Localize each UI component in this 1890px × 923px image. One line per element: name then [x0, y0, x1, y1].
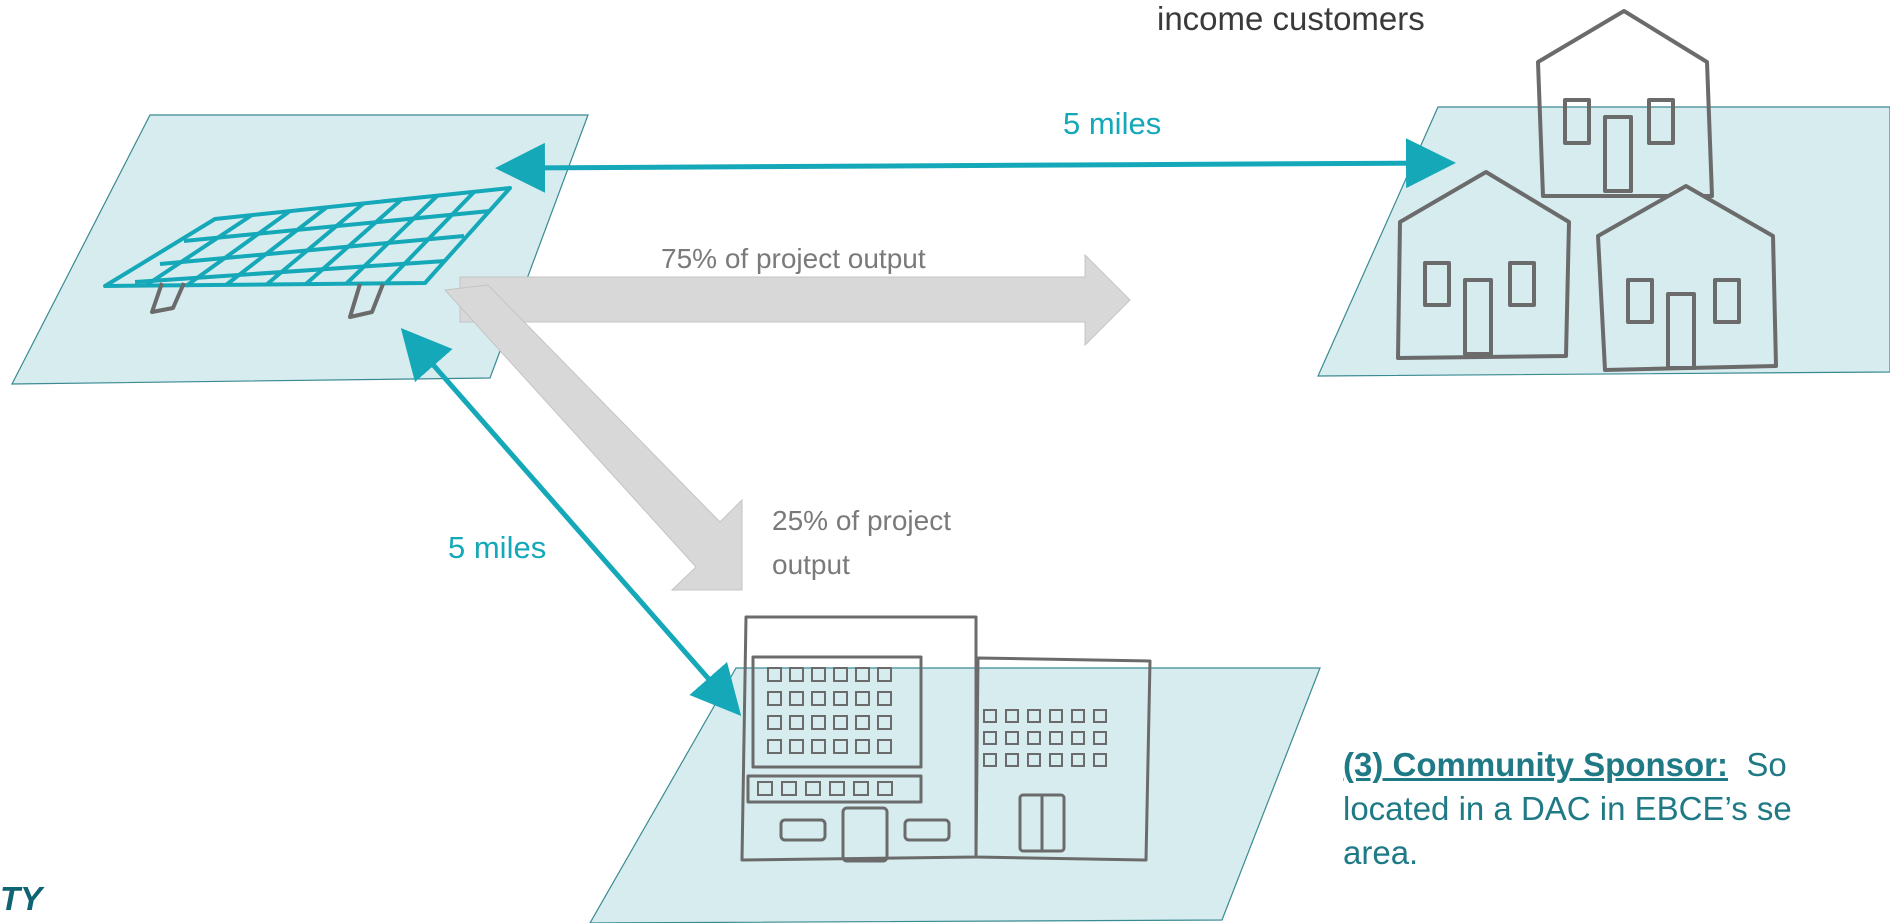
window-icon	[1071, 731, 1085, 745]
window-icon	[855, 739, 870, 754]
house-icon	[1596, 184, 1778, 372]
window-icon	[877, 691, 892, 706]
window-icon	[789, 715, 804, 730]
office-windows-icon	[757, 781, 893, 796]
window-icon	[1071, 709, 1085, 723]
output-75-arrow	[459, 253, 1131, 347]
house-icon	[1396, 170, 1571, 360]
window-icon	[767, 691, 782, 706]
corner-title-fragment: TY	[0, 880, 43, 917]
community-sponsor-text: So	[1746, 746, 1787, 783]
window-icon	[1005, 709, 1019, 723]
window-icon	[983, 731, 997, 745]
window-icon	[767, 715, 782, 730]
output-75-label: 75% of project output	[661, 243, 926, 274]
window-icon	[757, 781, 773, 796]
window-icon	[833, 715, 848, 730]
window-icon	[983, 709, 997, 723]
community-sponsor-heading: (3) Community Sponsor:	[1343, 746, 1728, 783]
window-icon	[1049, 709, 1063, 723]
window-icon	[767, 667, 782, 682]
window-icon	[789, 667, 804, 682]
income-customers-label: income customers	[1157, 0, 1425, 37]
house-icon	[1536, 9, 1714, 198]
window-icon	[877, 715, 892, 730]
window-icon	[983, 753, 997, 767]
window-icon	[1071, 753, 1085, 767]
window-icon	[781, 781, 797, 796]
window-icon	[855, 667, 870, 682]
community-sponsor-line3: area.	[1343, 834, 1419, 871]
window-icon	[833, 667, 848, 682]
window-icon	[853, 781, 869, 796]
window-icon	[789, 691, 804, 706]
sponsor-building-ground	[589, 667, 1321, 923]
window-icon	[1005, 731, 1019, 745]
window-icon	[877, 739, 892, 754]
window-icon	[855, 715, 870, 730]
distance-arrow-left	[400, 327, 742, 717]
window-icon	[855, 691, 870, 706]
window-icon	[829, 781, 845, 796]
window-icon	[1027, 709, 1041, 723]
office-building-icon	[740, 615, 1152, 863]
window-icon	[833, 739, 848, 754]
window-icon	[877, 781, 893, 796]
window-icon	[1093, 709, 1107, 723]
window-icon	[877, 667, 892, 682]
window-icon	[811, 739, 826, 754]
window-icon	[811, 715, 826, 730]
distance-label-top: 5 miles	[1063, 106, 1162, 141]
window-icon	[1093, 731, 1107, 745]
window-icon	[805, 781, 821, 796]
solar-panel-legs-icon	[150, 282, 385, 319]
window-icon	[811, 691, 826, 706]
window-icon	[767, 739, 782, 754]
distance-arrow-top	[495, 138, 1456, 193]
output-25-label-line2: output	[772, 549, 850, 580]
window-icon	[811, 667, 826, 682]
window-icon	[1049, 731, 1063, 745]
window-icon	[1027, 753, 1041, 767]
window-icon	[833, 691, 848, 706]
office-windows-icon	[983, 709, 1107, 767]
office-windows-icon	[767, 667, 892, 754]
window-icon	[789, 739, 804, 754]
window-icon	[1005, 753, 1019, 767]
community-sponsor-line2: located in a DAC in EBCE’s se	[1343, 790, 1792, 827]
solar-panel-icon	[103, 186, 512, 288]
community-sponsor-line1: (3) Community Sponsor: So	[1343, 743, 1787, 787]
window-icon	[1049, 753, 1063, 767]
distance-label-left: 5 miles	[448, 530, 547, 565]
window-icon	[1093, 753, 1107, 767]
window-icon	[1027, 731, 1041, 745]
output-25-label-line1: 25% of project	[772, 505, 951, 536]
